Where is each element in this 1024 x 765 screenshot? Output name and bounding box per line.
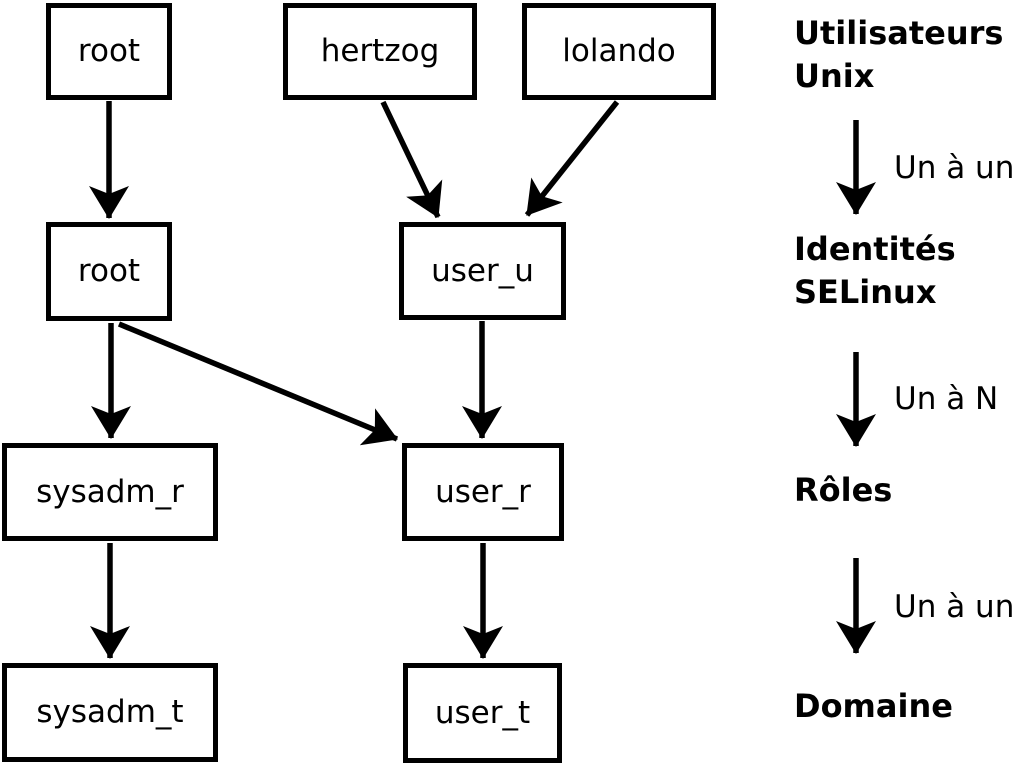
edge-hertzog-to-user-u: [380, 100, 443, 219]
node-unix-hertzog: hertzog: [283, 3, 477, 100]
node-selinux-user-u: user_u: [399, 222, 566, 320]
edge-lolando-to-user-u: [524, 100, 620, 217]
legend-unix-users: Utilisateurs Unix: [794, 12, 1003, 98]
legend-domain: Domaine: [794, 687, 953, 725]
legend-arrow3-label: Un à un: [894, 589, 1015, 625]
legend-selinux-identities-line2: SELinux: [794, 273, 937, 311]
legend-arrow2-label: Un à N: [894, 381, 999, 417]
node-role-sysadm-r: sysadm_r: [2, 443, 218, 541]
node-unix-root: root: [46, 3, 172, 100]
legend-selinux-identities: Identités SELinux: [794, 228, 956, 314]
legend-roles: Rôles: [794, 471, 893, 509]
edge-root-to-user-r: [117, 321, 399, 446]
legend-unix-users-line2: Unix: [794, 57, 875, 95]
edges-group: [89, 100, 876, 659]
node-domain-user-t: user_t: [403, 663, 562, 763]
node-unix-lolando: lolando: [522, 3, 716, 100]
legend-unix-users-line1: Utilisateurs: [794, 14, 1004, 52]
legend-selinux-identities-line1: Identités: [794, 230, 956, 268]
legend-arrow1-label: Un à un: [894, 150, 1015, 186]
node-domain-sysadm-t: sysadm_t: [2, 663, 218, 762]
node-selinux-root: root: [46, 222, 172, 321]
node-role-user-r: user_r: [402, 443, 564, 541]
